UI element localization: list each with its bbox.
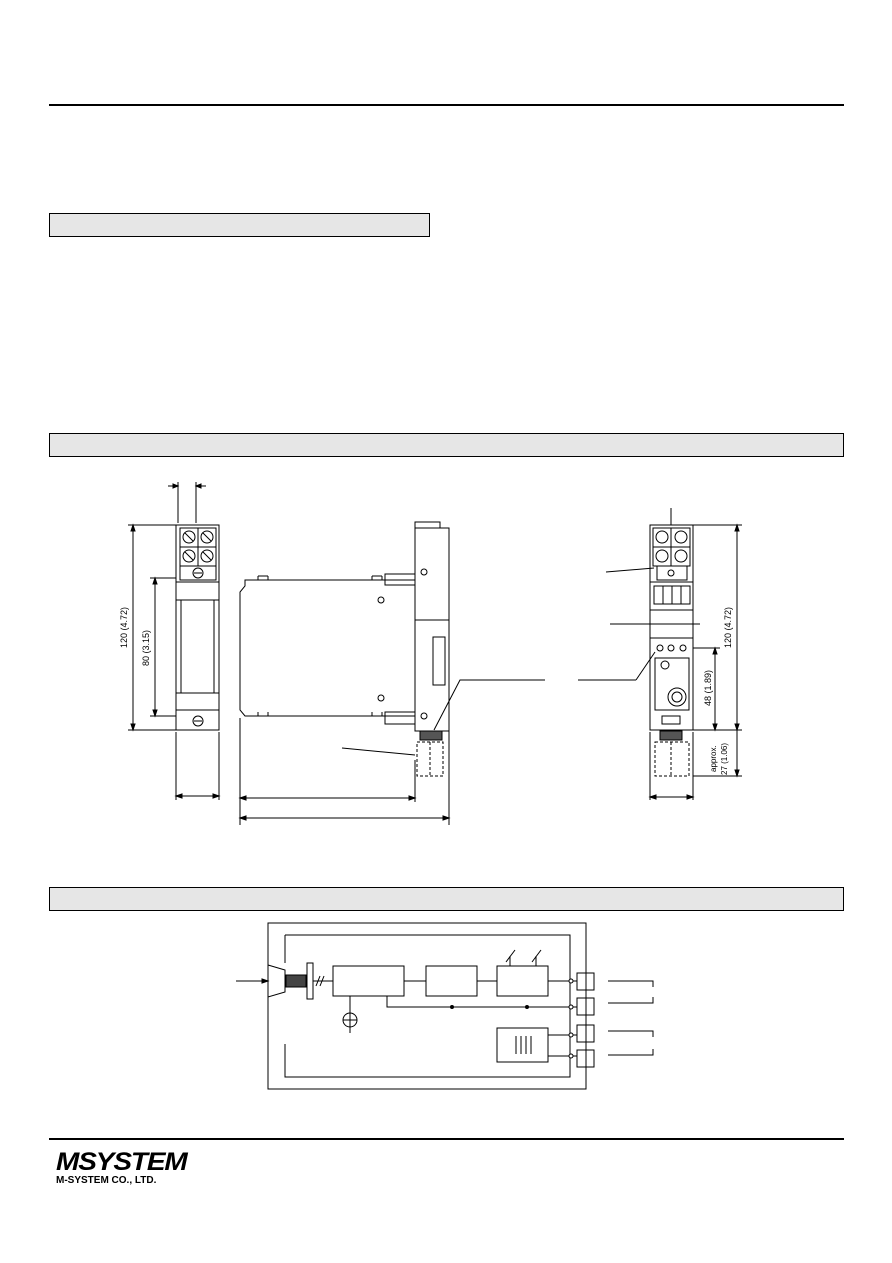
logo-mark: MSYSTEM	[56, 1148, 188, 1176]
rear-inner-label: 48 (1.89)	[703, 670, 713, 706]
side-view	[238, 521, 545, 825]
front-inner-label: 80 (3.15)	[141, 630, 151, 666]
msystem-logo: MSYSTEM M-SYSTEM CO., LTD.	[56, 1150, 188, 1187]
header-rule	[49, 104, 844, 106]
dimension-drawing: 120 (4.72) 80 (3.15)	[119, 482, 742, 825]
section-header-1	[49, 213, 430, 237]
front-height-label: 120 (4.72)	[119, 607, 129, 648]
rear-view	[578, 508, 742, 800]
rear-height-label: 120 (4.72)	[723, 607, 733, 648]
connector-dim-label: 27 (1.06)	[720, 743, 729, 775]
section-header-dimensions	[49, 433, 844, 457]
company-name: M-SYSTEM CO., LTD.	[56, 1175, 157, 1186]
footer-rule	[49, 1138, 844, 1140]
connector-approx-label: approx.	[709, 745, 718, 772]
front-view	[128, 482, 221, 800]
section-header-block-diagram	[49, 887, 844, 911]
